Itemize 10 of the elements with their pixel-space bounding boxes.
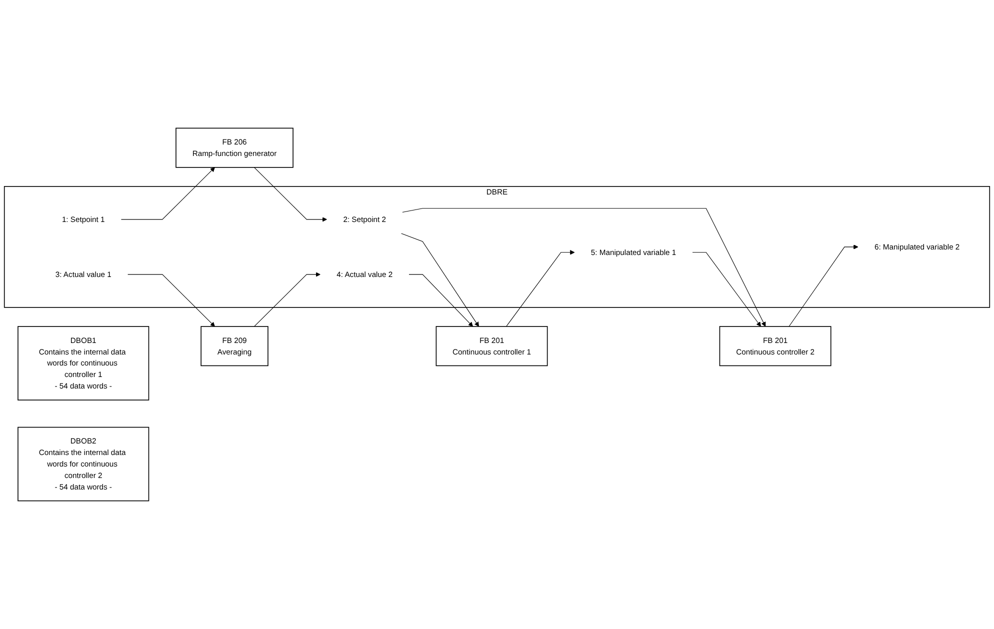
- arrow: [408, 274, 474, 327]
- arrow: [254, 272, 320, 327]
- arrow: [254, 167, 328, 222]
- arrow: [120, 167, 215, 220]
- arrow: [127, 274, 215, 327]
- arrow: [402, 208, 766, 327]
- arrow: [692, 252, 762, 327]
- arrow: [788, 244, 858, 327]
- arrow: [400, 233, 479, 327]
- arrow: [506, 250, 575, 327]
